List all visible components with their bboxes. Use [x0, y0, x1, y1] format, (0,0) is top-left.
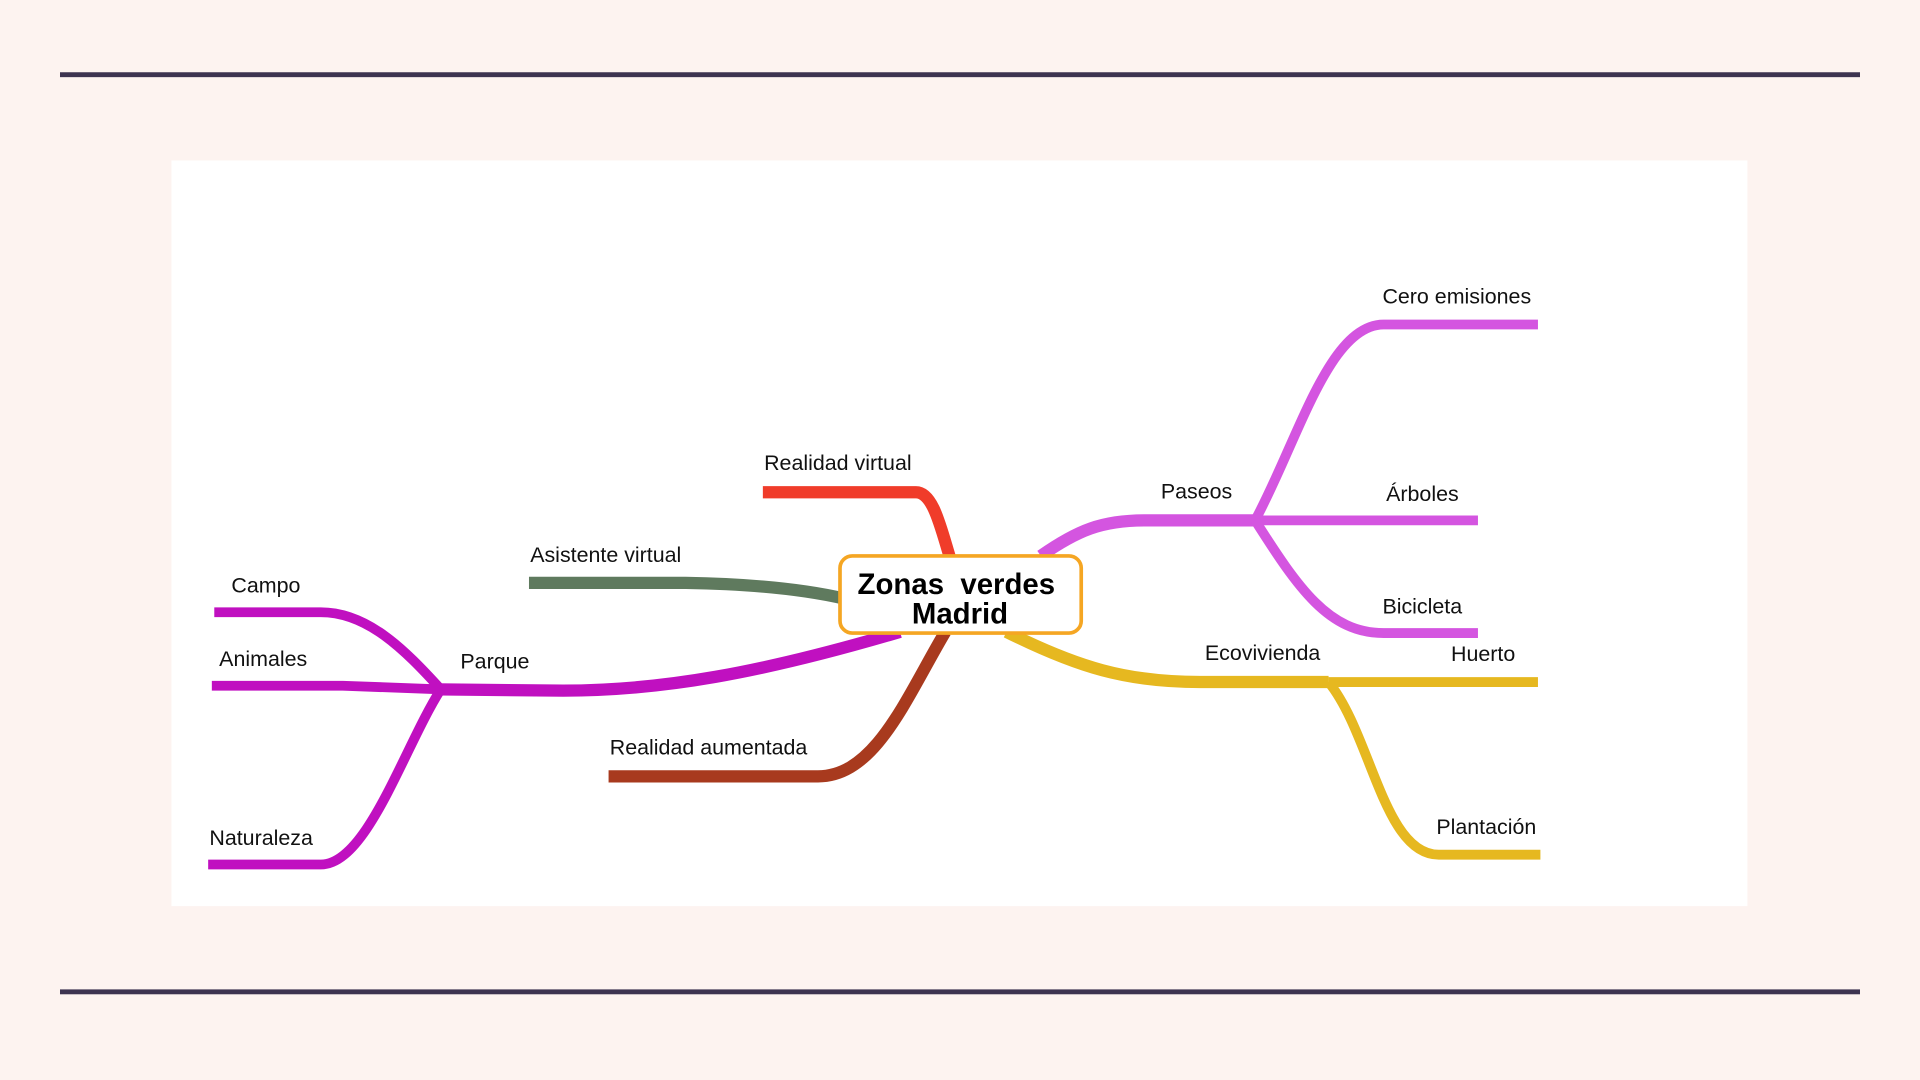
mindmap-panel — [171, 160, 1748, 907]
label-cero-emisiones: Cero emisiones — [1382, 285, 1531, 309]
branch-bicicleta — [1250, 517, 1478, 638]
center-title-line1: Zonas verdes — [858, 568, 1056, 601]
label-arboles: Árboles — [1386, 481, 1459, 506]
label-bicicleta: Bicicleta — [1382, 594, 1462, 618]
top-rule — [60, 72, 1860, 78]
branch-naturaleza — [208, 686, 445, 870]
label-parque: Parque — [460, 650, 529, 674]
label-asistente-virtual: Asistente virtual — [530, 543, 681, 567]
branch-realidad-aumentada — [608, 628, 951, 783]
label-huerto: Huerto — [1451, 642, 1515, 666]
branch-paseos — [1037, 514, 1256, 561]
branch-ecovivienda — [1003, 626, 1329, 689]
branch-plantacion — [1324, 678, 1541, 860]
branch-animales — [211, 680, 441, 695]
center-node[interactable] — [838, 554, 1084, 635]
branch-realidad-virtual — [762, 486, 957, 561]
label-animales: Animales — [219, 647, 307, 671]
bottom-rule — [60, 989, 1860, 995]
label-paseos: Paseos — [1161, 479, 1232, 503]
branch-campo — [214, 607, 445, 693]
label-plantacion: Plantación — [1436, 815, 1536, 839]
label-realidad-virtual: Realidad virtual — [764, 451, 912, 475]
label-ecovivienda: Ecovivienda — [1205, 641, 1321, 665]
branch-parque — [438, 625, 902, 697]
label-naturaleza: Naturaleza — [209, 826, 313, 850]
branch-asistente-virtual — [528, 576, 847, 605]
label-campo: Campo — [231, 574, 300, 598]
branch-cero-emisiones — [1250, 319, 1538, 523]
center-title-line2: Madrid — [912, 597, 1008, 630]
label-realidad-aumentada: Realidad aumentada — [610, 735, 808, 759]
